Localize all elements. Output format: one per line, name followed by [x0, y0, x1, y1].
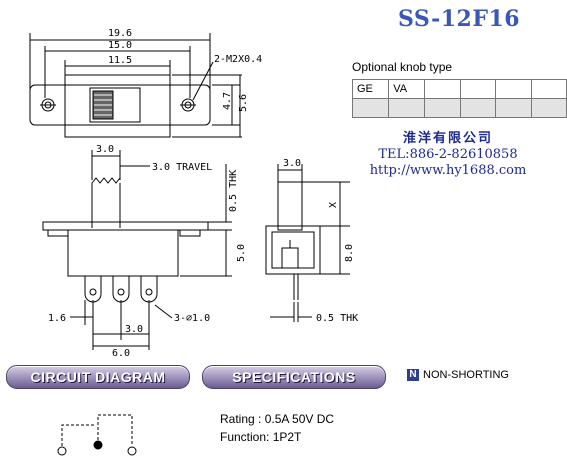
- knob-options-label: Optional knob type: [352, 60, 453, 74]
- part-title: SS-12F16: [398, 6, 521, 32]
- dim-travel: 3.0 TRAVEL: [152, 162, 212, 173]
- dim-side-height: 8.0: [344, 244, 355, 262]
- knob-cell: [459, 79, 497, 99]
- dim-thickness-front: 0.5 THK: [228, 170, 239, 212]
- dim-body-height: 5.0: [236, 244, 247, 262]
- knob-cell: [351, 98, 390, 118]
- knob-options-table: GE VA: [351, 79, 567, 118]
- dim-knob-width: 3.0: [96, 144, 114, 155]
- spec-function: Function: 1P2T: [220, 430, 302, 444]
- spec-list: Rating : 0.5A 50V DC Function: 1P2T: [220, 410, 334, 446]
- knob-cell: [388, 98, 426, 118]
- company-info: 淮洋有限公司 TEL:886-2-82610858 http://www.hy1…: [352, 131, 544, 179]
- circuit-schematic: [57, 414, 137, 456]
- non-shorting-icon: N: [407, 369, 419, 381]
- knob-cell: [495, 98, 532, 118]
- circuit-diagram-header: CIRCUIT DIAGRAM: [6, 365, 190, 389]
- front-view: [42, 150, 232, 350]
- dim-side-knob-width: 3.0: [283, 158, 301, 169]
- specifications-label: SPECIFICATIONS: [232, 369, 356, 385]
- dim-overall-length: 19.6: [108, 28, 132, 39]
- knob-cell: [424, 98, 461, 118]
- dim-height-56: 5.6: [238, 94, 249, 112]
- side-view: [265, 164, 350, 322]
- dim-pin-offset: 1.6: [48, 313, 66, 324]
- dim-body-length: 11.5: [108, 55, 132, 66]
- knob-cell: [530, 98, 567, 118]
- dim-hole-spacing: 15.0: [108, 40, 132, 51]
- dim-pin-span: 6.0: [112, 348, 130, 359]
- knob-cell: [424, 79, 461, 99]
- spec-rating: Rating : 0.5A 50V DC: [220, 412, 335, 426]
- knob-cell: [495, 79, 532, 99]
- dim-knob-height-var: X: [328, 202, 339, 208]
- knob-cell: [459, 98, 497, 118]
- dim-height-47: 4.7: [222, 92, 233, 110]
- company-url[interactable]: http://www.hy1688.com: [369, 163, 527, 178]
- dim-pin-holes: 3-∅1.0: [174, 313, 210, 324]
- company-name: 淮洋有限公司: [402, 131, 493, 146]
- non-shorting-label: NON-SHORTING: [423, 369, 509, 381]
- dim-side-thickness: 0.5 THK: [316, 313, 358, 324]
- specifications-header: SPECIFICATIONS: [202, 365, 386, 389]
- knob-cell: VA: [388, 79, 426, 99]
- dim-hole-callout: 2-M2X0.4: [214, 54, 262, 65]
- dim-pin-pitch: 3.0: [125, 324, 143, 335]
- circuit-diagram-label: CIRCUIT DIAGRAM: [30, 369, 166, 385]
- top-view: [29, 33, 242, 138]
- knob-cell: [530, 79, 567, 99]
- company-tel: TEL:886-2-82610858: [378, 147, 518, 162]
- knob-cell: GE: [351, 79, 390, 99]
